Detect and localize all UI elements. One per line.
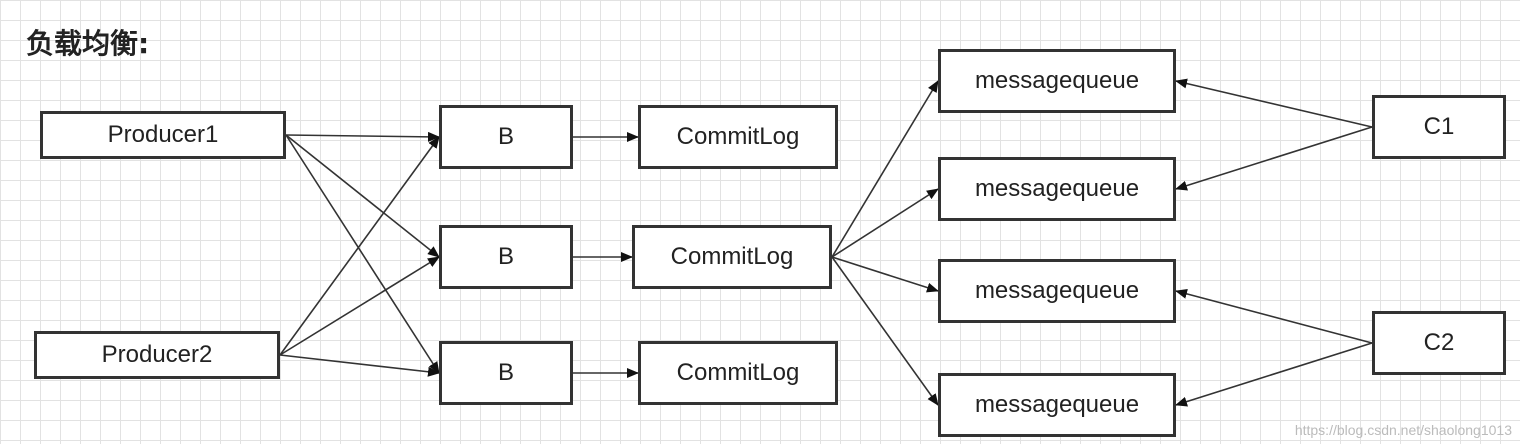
consumer1-label: C1 xyxy=(1423,113,1455,140)
commitlog2-label: CommitLog xyxy=(670,243,794,270)
queue4-label: messagequeue xyxy=(974,391,1140,418)
edge-commitlog2-to-queue1 xyxy=(831,80,939,258)
commitlog1-label: CommitLog xyxy=(676,123,800,150)
queue1-label: messagequeue xyxy=(974,67,1140,94)
commitlog2-node: CommitLog xyxy=(632,225,832,289)
edge-consumer2-to-queue4 xyxy=(1175,342,1373,407)
commitlog3-node: CommitLog xyxy=(638,341,838,405)
edge-consumer1-to-queue1 xyxy=(1175,78,1373,128)
edge-commitlog2-to-queue2 xyxy=(831,188,939,258)
consumer2-label: C2 xyxy=(1423,329,1455,356)
queue4-node: messagequeue xyxy=(938,373,1176,437)
consumer1-node: C1 xyxy=(1372,95,1506,159)
broker3-label: B xyxy=(497,359,514,386)
queue2-node: messagequeue xyxy=(938,157,1176,221)
producer2-label: Producer2 xyxy=(101,341,213,368)
queue2-label: messagequeue xyxy=(974,175,1140,202)
producer1-label: Producer1 xyxy=(107,121,219,148)
broker3-node: B xyxy=(439,341,573,405)
commitlog3-label: CommitLog xyxy=(676,359,800,386)
edge-producer1-to-broker2 xyxy=(285,134,440,258)
consumer2-node: C2 xyxy=(1372,311,1506,375)
edge-producer1-to-broker3 xyxy=(285,134,440,374)
producer2-node: Producer2 xyxy=(34,331,280,379)
edge-commitlog2-to-queue4 xyxy=(831,256,939,406)
producer1-node: Producer1 xyxy=(40,111,286,159)
broker2-label: B xyxy=(497,243,514,270)
broker2-node: B xyxy=(439,225,573,289)
edge-consumer1-to-queue2 xyxy=(1175,126,1373,191)
edge-consumer2-to-queue3 xyxy=(1175,288,1373,344)
broker1-label: B xyxy=(497,123,514,150)
queue1-node: messagequeue xyxy=(938,49,1176,113)
edge-producer1-to-broker1 xyxy=(285,131,440,142)
queue3-node: messagequeue xyxy=(938,259,1176,323)
queue3-label: messagequeue xyxy=(974,277,1140,304)
watermark: https://blog.csdn.net/shaolong1013 xyxy=(1294,422,1512,438)
broker1-node: B xyxy=(439,105,573,169)
edge-producer2-to-broker2 xyxy=(279,256,440,356)
commitlog1-node: CommitLog xyxy=(638,105,838,169)
edge-commitlog2-to-queue3 xyxy=(831,256,939,293)
diagram-title: 负载均衡: xyxy=(26,27,150,60)
edge-producer2-to-broker1 xyxy=(279,136,440,356)
edge-producer2-to-broker3 xyxy=(279,354,440,377)
